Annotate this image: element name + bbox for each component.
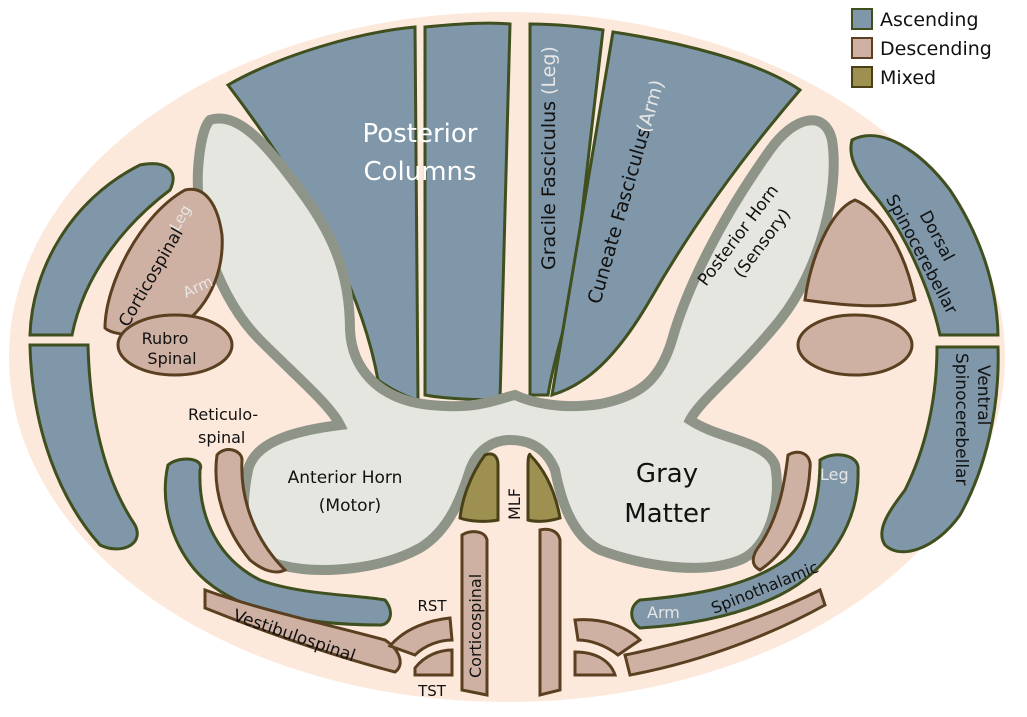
legend-label-descending: Descending: [880, 38, 992, 60]
label-mlf: MLF: [505, 488, 524, 520]
legend-label-ascending: Ascending: [880, 9, 979, 31]
label-rst: RST: [417, 597, 447, 615]
gray-matter: [192, 113, 839, 575]
dorsal-spinocerebellar: [849, 134, 1000, 337]
left-dorsal-tract: [28, 162, 175, 337]
reticulospinal-left: [214, 448, 288, 574]
label-reticulo-1: Reticulo-: [188, 405, 258, 424]
label-reticulo-2: spinal: [198, 428, 245, 447]
mlf-left: [458, 452, 500, 523]
right-vestibulospinal: [623, 587, 827, 677]
spinothalamic: [630, 453, 860, 630]
legend-swatch-mixed: [851, 66, 873, 88]
cuneate-fasciculus: [550, 30, 803, 398]
label-anterior-horn-2: (Motor): [319, 496, 381, 516]
anterior-corticospinal-right: [538, 527, 562, 697]
legend-label-mixed: Mixed: [880, 67, 936, 89]
label-anterior-horn-1: Anterior Horn: [288, 468, 403, 488]
right-rubrospinal-region: [796, 313, 914, 377]
tst-tract: [413, 648, 454, 677]
right-rst-tract: [573, 618, 643, 657]
label-spinothalamic-leg: Leg: [820, 465, 849, 484]
ventral-spinocerebellar: [880, 345, 1000, 554]
vestibulospinal: [203, 587, 402, 674]
label-gracile-leg: (Leg): [538, 46, 560, 95]
right-corticospinal-region: [803, 198, 917, 308]
label-rubro-1: Rubro: [142, 329, 189, 348]
legend-swatch-ascending: [851, 8, 873, 30]
label-posterior-1: Posterior: [363, 119, 478, 149]
left-ventral-tract: [28, 343, 139, 551]
legend-swatch-descending: [851, 37, 873, 59]
label-spinothalamic-arm: Arm: [647, 603, 680, 622]
label-gray-1: Gray: [636, 459, 698, 489]
anterior-corticospinal-left: [460, 530, 489, 697]
rst-tract: [387, 616, 454, 657]
rubrospinal: [116, 313, 234, 377]
posterior-column-left-inner: [423, 21, 512, 402]
label-gracile: Gracile Fasciculus: [538, 101, 560, 270]
label-posterior-2: Columns: [363, 157, 476, 187]
right-tst-tract: [573, 650, 618, 677]
label-gray-2: Matter: [624, 499, 710, 529]
label-tst: TST: [417, 682, 447, 700]
label-rubro-2: Spinal: [147, 349, 196, 368]
label-corticospinal-anterior: Corticospinal: [466, 574, 485, 678]
label-ventral-2: Spinocerebellar: [951, 353, 971, 485]
left-anterolateral: [163, 457, 392, 627]
label-ventral-1: Ventral: [973, 365, 993, 425]
legend: Ascending Descending Mixed: [851, 8, 992, 89]
reticulospinal-right: [751, 450, 812, 572]
mlf-right: [526, 452, 562, 523]
